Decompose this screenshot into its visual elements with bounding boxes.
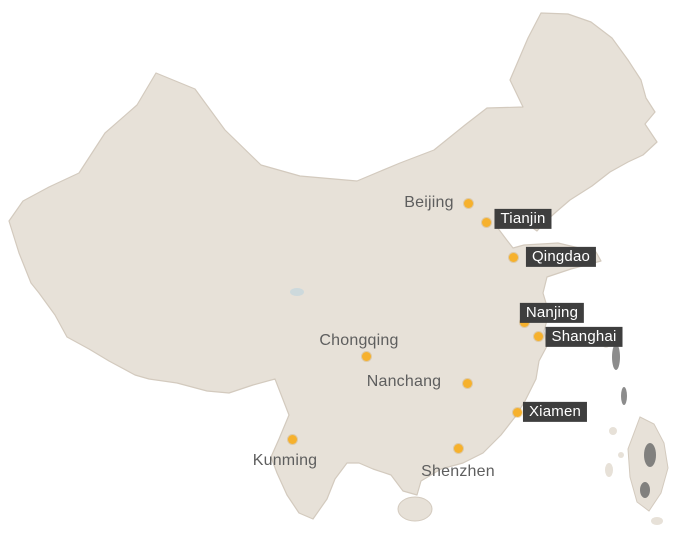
city-dot-shenzhen[interactable] <box>453 443 463 453</box>
city-label-nanchang[interactable]: Nanchang <box>366 372 442 390</box>
south-china-sea-islands <box>605 416 669 525</box>
city-dot-tianjin[interactable] <box>481 217 491 227</box>
city-label-xiamen[interactable]: Xiamen <box>522 401 588 423</box>
city-label-chongqing[interactable]: Chongqing <box>319 331 399 349</box>
city-label-shanghai[interactable]: Shanghai <box>545 326 623 348</box>
lake-shape <box>290 288 304 296</box>
city-dot-shanghai[interactable] <box>533 331 543 341</box>
city-dot-chongqing[interactable] <box>361 351 371 361</box>
city-label-shenzhen[interactable]: Shenzhen <box>421 462 495 480</box>
city-label-beijing[interactable]: Beijing <box>404 193 454 211</box>
city-label-qingdao[interactable]: Qingdao <box>525 246 597 268</box>
city-label-nanjing[interactable]: Nanjing <box>519 302 585 324</box>
city-dot-nanchang[interactable] <box>462 378 472 388</box>
city-dot-beijing[interactable] <box>463 198 473 208</box>
city-label-tianjin[interactable]: Tianjin <box>494 208 552 230</box>
city-label-kunming[interactable]: Kunming <box>252 451 318 469</box>
hainan-island-shape <box>397 496 433 522</box>
city-dot-qingdao[interactable] <box>508 252 518 262</box>
city-dot-xiamen[interactable] <box>512 407 522 417</box>
city-dot-kunming[interactable] <box>287 434 297 444</box>
